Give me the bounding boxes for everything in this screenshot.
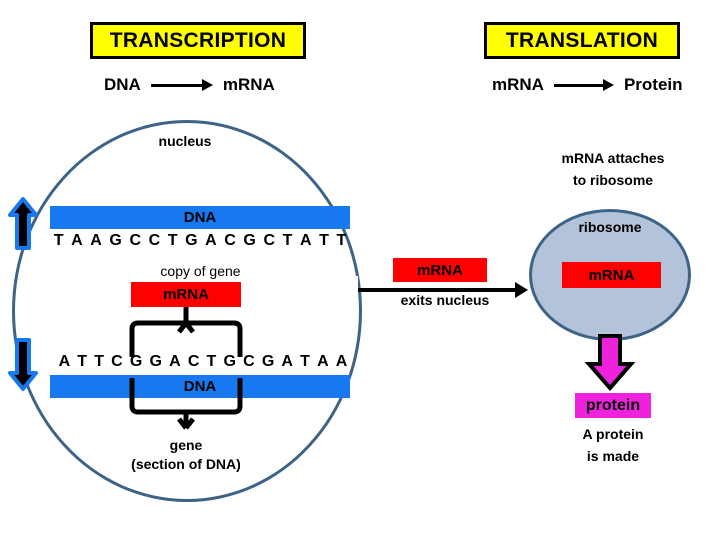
protein-bar-label: protein bbox=[585, 396, 641, 414]
exits-nucleus-caption: exits nucleus bbox=[400, 292, 490, 308]
copy-of-gene-caption: copy of gene bbox=[160, 263, 241, 279]
mrna-attaches-caption-line2: to ribosome bbox=[572, 172, 654, 188]
base: C bbox=[224, 232, 236, 249]
right-arrow-icon bbox=[150, 79, 213, 91]
base: T bbox=[53, 232, 64, 249]
protein-caption-line1: A protein bbox=[582, 426, 644, 442]
base: T bbox=[167, 232, 178, 249]
base: A bbox=[205, 232, 217, 249]
mrna-attaches-caption-line1: mRNA attaches bbox=[561, 150, 665, 166]
mrna-bar-exiting: mRNA bbox=[393, 258, 487, 282]
down-arrow-icon bbox=[8, 338, 38, 391]
base: T bbox=[282, 232, 293, 249]
base: T bbox=[300, 353, 310, 370]
base: T bbox=[336, 232, 347, 249]
base: C bbox=[148, 232, 161, 249]
mrna-bar-nucleus-label: mRNA bbox=[163, 286, 209, 303]
right-arrow-icon bbox=[553, 79, 614, 91]
up-arrow-icon bbox=[8, 197, 38, 250]
base: A bbox=[281, 353, 293, 370]
base: C bbox=[111, 353, 123, 370]
base: A bbox=[335, 353, 348, 370]
transcription-flow-from: DNA bbox=[104, 75, 141, 94]
protein-bar: protein bbox=[575, 393, 651, 418]
nucleus-membrane bbox=[12, 120, 362, 502]
translation-flow-to: Protein bbox=[623, 75, 683, 94]
mrna-bar-nucleus: mRNA bbox=[131, 282, 241, 307]
translation-flow-from: mRNA bbox=[492, 75, 544, 94]
base: A bbox=[169, 353, 181, 370]
base: T bbox=[94, 353, 105, 370]
dna-sequence-bottom: A T T C G G A C T G C G A T A A bbox=[55, 353, 351, 375]
base: T bbox=[319, 232, 329, 249]
mrna-bar-exiting-label: mRNA bbox=[417, 261, 463, 279]
base: G bbox=[129, 353, 143, 370]
gene-sublabel: (section of DNA) bbox=[131, 456, 241, 472]
gene-brace-upper bbox=[124, 307, 250, 357]
dna-bar-bottom-label: DNA bbox=[183, 378, 217, 395]
protein-caption-line2: is made bbox=[586, 448, 640, 464]
transcription-banner: TRANSCRIPTION bbox=[90, 22, 306, 59]
transcription-flow: DNA mRNA bbox=[104, 74, 304, 96]
base: A bbox=[299, 232, 312, 249]
nucleus-label: nucleus bbox=[158, 133, 212, 149]
right-arrow-icon bbox=[358, 282, 528, 298]
base: G bbox=[109, 232, 122, 249]
translation-banner-label: TRANSLATION bbox=[505, 28, 659, 52]
dna-sequence-top: T A A G C C T G A C G C T A T T bbox=[50, 232, 350, 254]
base: C bbox=[243, 353, 255, 370]
translation-banner: TRANSLATION bbox=[484, 22, 680, 59]
base: C bbox=[129, 232, 142, 249]
gene-brace-lower bbox=[124, 378, 250, 430]
base: A bbox=[58, 353, 71, 370]
base: T bbox=[206, 353, 217, 370]
base: C bbox=[187, 353, 200, 370]
base: G bbox=[243, 232, 256, 249]
down-arrow-icon bbox=[584, 334, 636, 392]
dna-bar-top-label: DNA bbox=[183, 209, 217, 226]
base: A bbox=[71, 232, 83, 249]
base: A bbox=[317, 353, 329, 370]
gene-label: gene bbox=[169, 437, 203, 453]
dna-bar-top: DNA bbox=[50, 206, 350, 229]
membrane-gap bbox=[336, 276, 358, 298]
base: G bbox=[261, 353, 275, 370]
transcription-flow-to: mRNA bbox=[222, 75, 275, 94]
base: G bbox=[223, 353, 236, 370]
mrna-bar-ribosome: mRNA bbox=[562, 262, 661, 288]
base: A bbox=[90, 232, 102, 249]
translation-flow: mRNA Protein bbox=[492, 74, 716, 96]
base: T bbox=[77, 353, 88, 370]
transcription-banner-label: TRANSCRIPTION bbox=[109, 28, 287, 52]
ribosome-label: ribosome bbox=[578, 219, 642, 235]
mrna-bar-ribosome-label: mRNA bbox=[588, 266, 635, 284]
base: C bbox=[263, 232, 275, 249]
base: G bbox=[185, 232, 198, 249]
dna-bar-bottom: DNA bbox=[50, 375, 350, 398]
base: G bbox=[149, 353, 162, 370]
